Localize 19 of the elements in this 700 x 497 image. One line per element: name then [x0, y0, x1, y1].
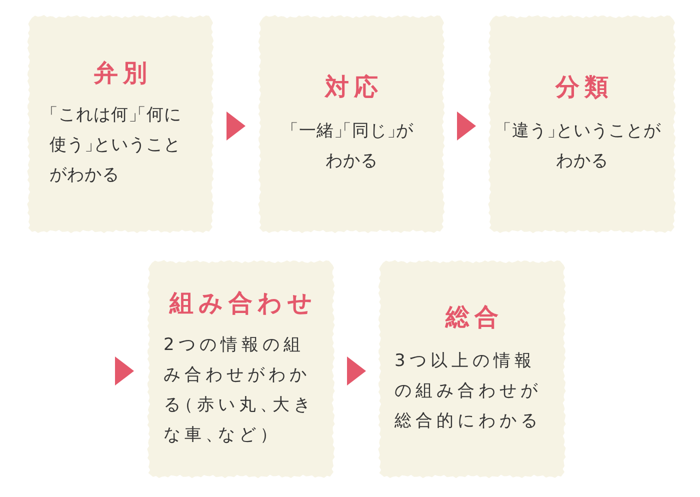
step-card: [488, 15, 676, 233]
arrow: [115, 356, 134, 386]
step-title: 分類: [554, 72, 614, 102]
step-title: 組み合わせ: [168, 288, 318, 318]
arrow: [347, 356, 366, 386]
step-description: 3つ以上の情報の組み合わせが総合的にわかる: [394, 350, 542, 433]
arrow: [457, 112, 476, 140]
step-description: 「これは何」「何に使う」ということがわかる: [50, 104, 182, 187]
step-description: 「一緒」「同じ」がわかる: [284, 120, 414, 173]
arrow: [226, 112, 246, 140]
step-title: 対応: [324, 72, 383, 102]
step-card: [147, 260, 335, 478]
step-title: 弁別: [93, 58, 152, 88]
step-card: [258, 15, 445, 233]
step-description: 「違う」ということがわかる: [500, 120, 662, 173]
step-card: [27, 15, 214, 233]
step-description: 2つの情報の組み合わせがわかる（赤い丸、大きな車、など）: [164, 334, 316, 447]
step-card: [378, 260, 566, 478]
step-title: 総合: [444, 302, 504, 332]
